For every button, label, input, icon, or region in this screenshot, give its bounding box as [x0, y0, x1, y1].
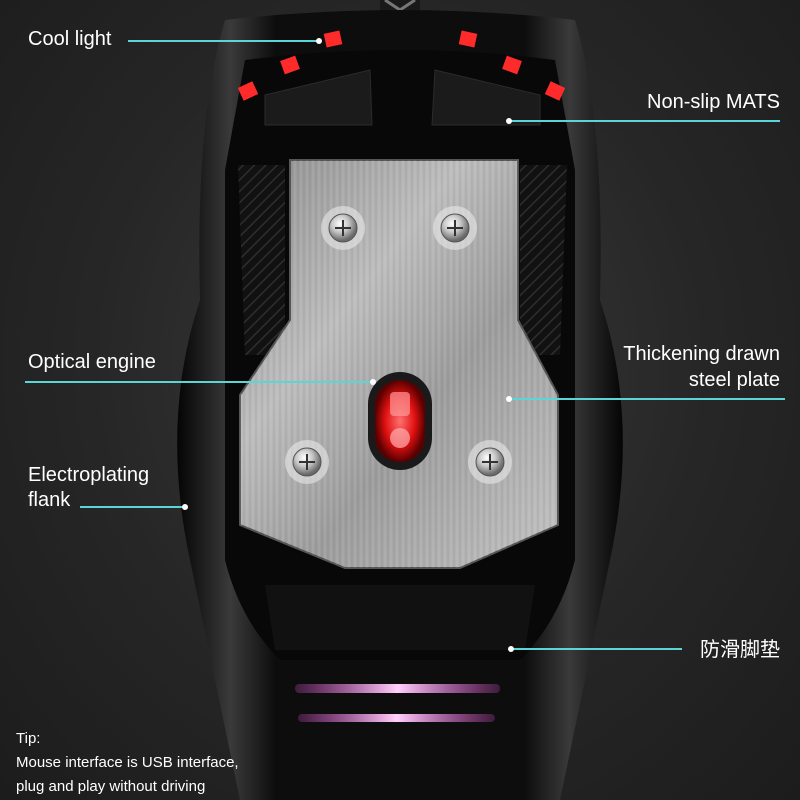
cool-light-leds — [237, 30, 566, 101]
dot-flank — [182, 504, 188, 510]
leader-flank — [80, 506, 185, 508]
label-flank-line2: flank — [28, 489, 71, 511]
optical-sensor — [368, 372, 432, 470]
leader-anti-slip-feet — [512, 648, 682, 650]
label-non-slip-mats: Non-slip MATS — [647, 91, 780, 113]
screw-top-right — [433, 206, 477, 250]
leader-cool-light — [128, 40, 318, 42]
label-cool-light: Cool light — [28, 28, 112, 50]
dot-anti-slip-feet — [508, 646, 514, 652]
dot-cool-light — [316, 38, 322, 44]
label-flank-line1: Electroplating — [28, 464, 150, 486]
label-steel-plate-line2: steel plate — [688, 369, 780, 391]
grip-left — [238, 165, 285, 355]
leader-optical-engine — [25, 381, 372, 383]
dot-non-slip-mats — [506, 118, 512, 124]
grip-right — [520, 165, 567, 355]
screw-bottom-left — [285, 440, 329, 484]
label-anti-slip-feet: 防滑脚垫 — [700, 639, 780, 661]
non-slip-mat-right — [431, 69, 541, 126]
tip-line2: plug and play without driving — [16, 778, 206, 795]
mouse-bottom-section — [265, 585, 535, 650]
anti-slip-feet-lights — [295, 684, 500, 722]
tip-line1: Mouse interface is USB interface, — [16, 754, 239, 771]
leader-non-slip-mats — [510, 120, 780, 122]
screw-top-left — [321, 206, 365, 250]
dot-steel-plate — [506, 396, 512, 402]
label-optical-engine: Optical engine — [28, 351, 156, 373]
tip-title: Tip: — [16, 730, 41, 747]
tip-block: Tip: Mouse interface is USB interface, p… — [16, 727, 239, 799]
leader-steel-plate — [510, 398, 785, 400]
dot-optical-engine — [370, 379, 376, 385]
label-steel-plate-line1: Thickening drawn — [623, 343, 780, 365]
non-slip-mat-left — [264, 69, 373, 126]
screw-bottom-right — [468, 440, 512, 484]
